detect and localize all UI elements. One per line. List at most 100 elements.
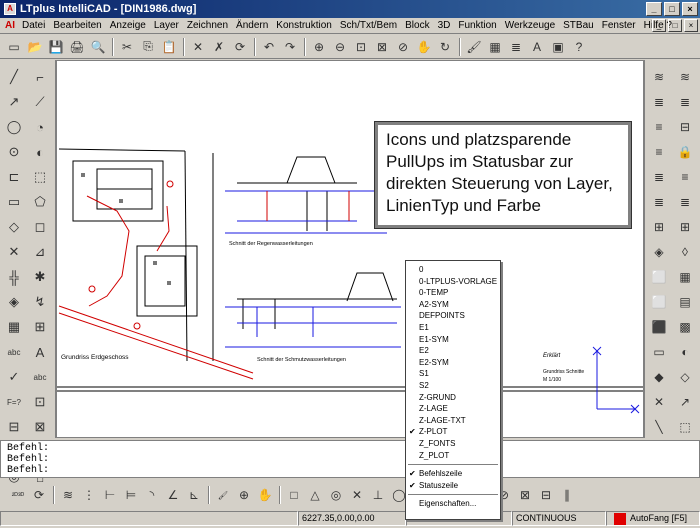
layer-tool-icon[interactable]: ⊟: [679, 120, 691, 134]
draw-tool-icon[interactable]: ↗: [8, 94, 20, 109]
undo-icon[interactable]: ↶: [263, 39, 275, 54]
draw-tool-icon[interactable]: ◻: [34, 219, 46, 234]
layer-menu-item[interactable]: E1: [419, 322, 429, 332]
regen-icon[interactable]: ↻: [439, 39, 451, 54]
dim-radius-icon[interactable]: ◝: [149, 488, 155, 502]
layer-tool-icon[interactable]: ↗: [679, 395, 691, 409]
draw-tool-icon[interactable]: ◔: [36, 119, 44, 135]
menu-sch-txt-bem[interactable]: Sch/Txt/Bem: [339, 20, 398, 31]
menu-zeichnen[interactable]: Zeichnen: [186, 20, 229, 31]
layer-menu-item[interactable]: E2-SYM: [419, 357, 449, 367]
layer-menu-item[interactable]: Z_FONTS: [419, 438, 456, 448]
3d-orbit-icon[interactable]: ⟳: [33, 488, 45, 502]
draw-tool-icon[interactable]: ⊡: [34, 394, 46, 409]
layer-tool-icon[interactable]: ✕: [653, 395, 665, 409]
zoom-in-icon[interactable]: ⊕: [313, 39, 325, 54]
layer-tool-icon[interactable]: ≡: [655, 145, 663, 159]
layer-menu-item[interactable]: DEFPOINTS: [419, 311, 465, 321]
menu-stbau[interactable]: STBau: [563, 20, 594, 31]
layer-tool-icon[interactable]: ≋: [679, 70, 691, 84]
draw-tool-icon[interactable]: ⟋: [35, 94, 45, 109]
zoom-previous-icon[interactable]: ⊘: [397, 39, 409, 54]
zoom-out-icon[interactable]: ⊖: [334, 39, 346, 54]
layer-tool-icon[interactable]: ◇: [680, 370, 690, 384]
help-icon[interactable]: ?: [575, 39, 583, 54]
zoom-window-icon[interactable]: ⊡: [355, 39, 367, 54]
maximize-button[interactable]: □: [664, 2, 680, 16]
line-weight-icon[interactable]: ≋: [62, 488, 74, 502]
layer-menu-item[interactable]: 0: [419, 265, 424, 274]
layer-tool-icon[interactable]: ≣: [679, 95, 691, 109]
new-icon[interactable]: ▭: [8, 39, 20, 54]
doc-restore-button[interactable]: □: [668, 19, 682, 32]
layer-tool-icon[interactable]: 🔒: [677, 145, 693, 159]
layer-menu-item[interactable]: E2: [419, 346, 429, 356]
layer-tool-icon[interactable]: ≣: [653, 95, 665, 109]
dim-ordinate-icon[interactable]: ⊾: [188, 488, 200, 502]
zoom-realtime-icon[interactable]: ⊕: [238, 488, 250, 502]
draw-tool-icon[interactable]: ⊞: [34, 319, 46, 334]
menu-option-item[interactable]: Statuszeile: [406, 480, 500, 492]
layer-menu-item[interactable]: S2: [419, 380, 429, 390]
layer-tool-icon[interactable]: ≣: [653, 195, 665, 209]
cut-icon[interactable]: ✂: [121, 39, 133, 54]
layer-tool-icon[interactable]: ≣: [653, 170, 665, 184]
menu-option-item[interactable]: Befehlszeile: [406, 468, 500, 480]
layer-tool-icon[interactable]: ╲: [655, 420, 663, 434]
menu-block[interactable]: Block: [405, 20, 430, 31]
draw-tool-icon[interactable]: ⊙: [8, 144, 20, 159]
osnap-par-icon[interactable]: ∥: [564, 488, 570, 502]
draw-tool-icon[interactable]: ╬: [9, 269, 19, 285]
layer-menu-item[interactable]: Z-LAGE: [419, 404, 448, 414]
layer-tool-icon[interactable]: ⬜: [651, 270, 667, 284]
draw-tool-icon[interactable]: abc: [33, 372, 47, 382]
draw-tool-icon[interactable]: ⊏: [8, 169, 20, 184]
menu-konstruktion[interactable]: Konstruktion: [276, 20, 332, 31]
layer-tool-icon[interactable]: ◐: [681, 345, 689, 359]
draw-tool-icon[interactable]: ▦: [7, 319, 21, 334]
close-button[interactable]: ×: [682, 2, 698, 16]
layer-tool-icon[interactable]: ◊: [682, 245, 688, 259]
properties-icon[interactable]: ▦: [489, 39, 501, 54]
layer-menu-item[interactable]: A2-SYM: [419, 299, 449, 309]
osnap-mid-icon[interactable]: △: [310, 488, 320, 502]
osnap-ext-icon[interactable]: ⊟: [540, 488, 552, 502]
layer-tool-icon[interactable]: ≋: [653, 70, 665, 84]
menu-fenster[interactable]: Fenster: [601, 20, 636, 31]
draw-tool-icon[interactable]: ✱: [34, 269, 46, 284]
layer-menu-item[interactable]: S1: [419, 369, 429, 379]
print-preview-icon[interactable]: 🔍: [90, 39, 106, 54]
open-icon[interactable]: 📂: [27, 39, 43, 54]
draw-tool-icon[interactable]: ⊿: [34, 244, 46, 259]
draw-tool-icon[interactable]: ⬠: [34, 194, 46, 209]
delete-icon[interactable]: ✕: [192, 39, 204, 54]
3d-view-icon[interactable]: ²ᴰ³ᴰ: [11, 490, 25, 500]
layer-tool-icon[interactable]: ⊞: [653, 220, 665, 234]
osnap-int-icon[interactable]: ✕: [351, 488, 363, 502]
layer-menu-item[interactable]: Z-LAGE-TXT: [419, 415, 466, 425]
layer-menu-item[interactable]: Z-PLOT: [406, 426, 500, 438]
draw-tool-icon[interactable]: ◈: [9, 294, 19, 309]
menu-anzeige[interactable]: Anzeige: [109, 20, 146, 31]
layer-menu-item[interactable]: Z_PLOT: [419, 450, 450, 460]
system-menu-icon[interactable]: AI: [5, 20, 15, 31]
layer-icon[interactable]: ≣: [510, 39, 522, 54]
linetype-pullup[interactable]: CONTINUOUS: [512, 511, 606, 526]
zoom-extents-icon[interactable]: ⊠: [376, 39, 388, 54]
layer-tool-icon[interactable]: ◈: [654, 245, 664, 259]
layer-tool-icon[interactable]: ▩: [679, 320, 691, 334]
draw-tool-icon[interactable]: ⌐: [36, 69, 44, 85]
copy-icon[interactable]: ⎘: [143, 39, 153, 53]
layer-tool-icon[interactable]: ⬜: [651, 295, 667, 309]
layer-tool-icon[interactable]: ⬚: [679, 420, 691, 434]
color-swatch[interactable]: [614, 512, 626, 525]
properties-menu-item[interactable]: Eigenschaften...: [419, 499, 477, 509]
minimize-button[interactable]: _: [646, 2, 662, 16]
draw-tool-icon[interactable]: ▭: [7, 194, 21, 209]
dim-aligned-icon[interactable]: ⊨: [125, 488, 137, 502]
doc-close-button[interactable]: ×: [684, 19, 698, 32]
menu-datei[interactable]: Datei: [22, 20, 46, 31]
pan-icon[interactable]: ✋: [416, 39, 432, 54]
print-icon[interactable]: 🖨: [69, 39, 85, 54]
draw-tool-icon[interactable]: ↯: [34, 294, 46, 309]
